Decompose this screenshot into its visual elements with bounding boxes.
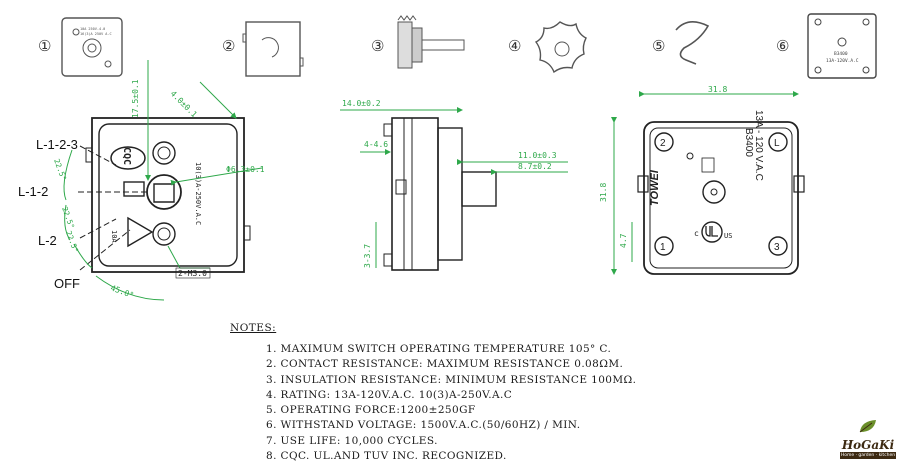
dim-17-5: 17.5±0.1 [131,79,140,118]
view-5-spring-thumbnail: ⑤ [652,21,710,65]
view-number-4: ④ [508,37,521,55]
angle-3: 22.5° [64,230,80,254]
logo-tagline: Home · garden · kitchen [840,452,896,459]
back-view: 2 L 1 3 TOWEI B3400 13A - 120 V.A.C c US… [599,85,805,275]
view-1-label-2: 16(3)A 250V A.C [80,32,112,36]
notes-block: NOTES: 1. MAXIMUM SWITCH OPERATING TEMPE… [230,322,750,464]
position-label-off: OFF [54,276,80,291]
front-rating-text: 10(3)A-250V.A.C [194,162,202,225]
view-number-5: ⑤ [652,37,665,55]
view-number-3: ③ [371,37,384,55]
notes-title: NOTES: [230,322,277,334]
model-b3400: B3400 [743,128,754,157]
note-item: 1. MAXIMUM SWITCH OPERATING TEMPERATURE … [266,343,612,355]
note-item: 6. WITHSTAND VOLTAGE: 1500V.A.C.(50/60HZ… [266,419,581,432]
view-3-shaft-thumbnail: ③ [371,15,465,69]
brand-towei: TOWEI [649,169,661,206]
dim-4-7: 4.7 [619,233,628,248]
angle-1: 22.5° [52,158,68,182]
view-4-rotor-thumbnail: ④ [508,21,587,74]
front-view: CQC 10(3)A-250V.A.C 10A L-1-2-3 L-1-2 L-… [18,60,265,301]
back-rating: 13A - 120 V.A.C [753,110,764,181]
ul-c-mark: c [694,229,699,238]
dim-31-8-width: 31.8 [708,85,727,94]
dim-14-0: 14.0±0.2 [342,99,381,108]
icon-10a: 10A [110,230,118,243]
dim-8-7: 8.7±0.2 [518,162,552,171]
note-item: 2. CONTACT RESISTANCE: MAXIMUM RESISTANC… [266,358,624,371]
note-item: 4. RATING: 13A-120V.A.C. 10(3)A-250V.A.C [266,388,513,401]
dim-m3: 2-M3.0 [178,269,207,278]
logo-name: HoGaKi [841,438,895,452]
view-6-back-thumbnail: ⑥ B3400 13A-120V.A.C [776,13,877,79]
terminal-l: L [774,138,780,149]
note-item: 7. USE LIFE: 10,000 CYCLES. [266,434,438,447]
position-label-l123: L-1-2-3 [36,137,78,152]
view-number-6: ⑥ [776,37,789,55]
angle-2: 22.5° [60,206,76,230]
cqc-logo: CQC [121,147,132,165]
position-label-l12: L-1-2 [18,184,48,199]
position-label-l2: L-2 [38,233,57,248]
terminal-2: 2 [660,138,666,149]
dim-3-3-7: 3-3.7 [363,244,372,268]
note-item: 5. OPERATING FORCE:1200±250GF [266,404,476,417]
view-1-label-1: 10A 250V-4.0 [80,27,105,31]
dim-4-0: 4.0±0.1 [169,89,199,119]
notes-list: 1. MAXIMUM SWITCH OPERATING TEMPERATURE … [230,342,750,464]
angle-45: 45.0° [109,283,135,300]
view-6-label-1: B3400 [834,51,848,57]
view-number-2: ② [222,37,235,55]
dim-4-4-6: 4-4.6 [364,140,388,149]
view-2-plate-thumbnail: ② [222,21,304,77]
ul-us-mark: US [724,232,732,240]
terminal-3: 3 [774,242,780,253]
dim-6-3: Φ6.3±0.1 [226,165,265,174]
view-1-front-thumbnail: ① 10A 250V-4.0 16(3)A 250V A.C [38,17,123,77]
dim-31-8-height: 31.8 [599,183,608,202]
view-number-1: ① [38,37,51,55]
note-item: 8. CQC. UL.AND TUV INC. RECOGNIZED. [266,450,507,463]
view-6-label-2: 13A-120V.A.C [826,58,859,64]
dim-11-0: 11.0±0.3 [518,151,557,160]
side-view: 14.0±0.2 4-4.6 11.0±0.3 8.7±0.2 3-3.7 [340,99,568,271]
hogaki-logo: HoGaKi Home · garden · kitchen [840,418,896,459]
note-item: 3. INSULATION RESISTANCE: MINIMUM RESIST… [266,373,637,386]
leaf-icon [859,420,876,433]
terminal-1: 1 [660,242,666,253]
